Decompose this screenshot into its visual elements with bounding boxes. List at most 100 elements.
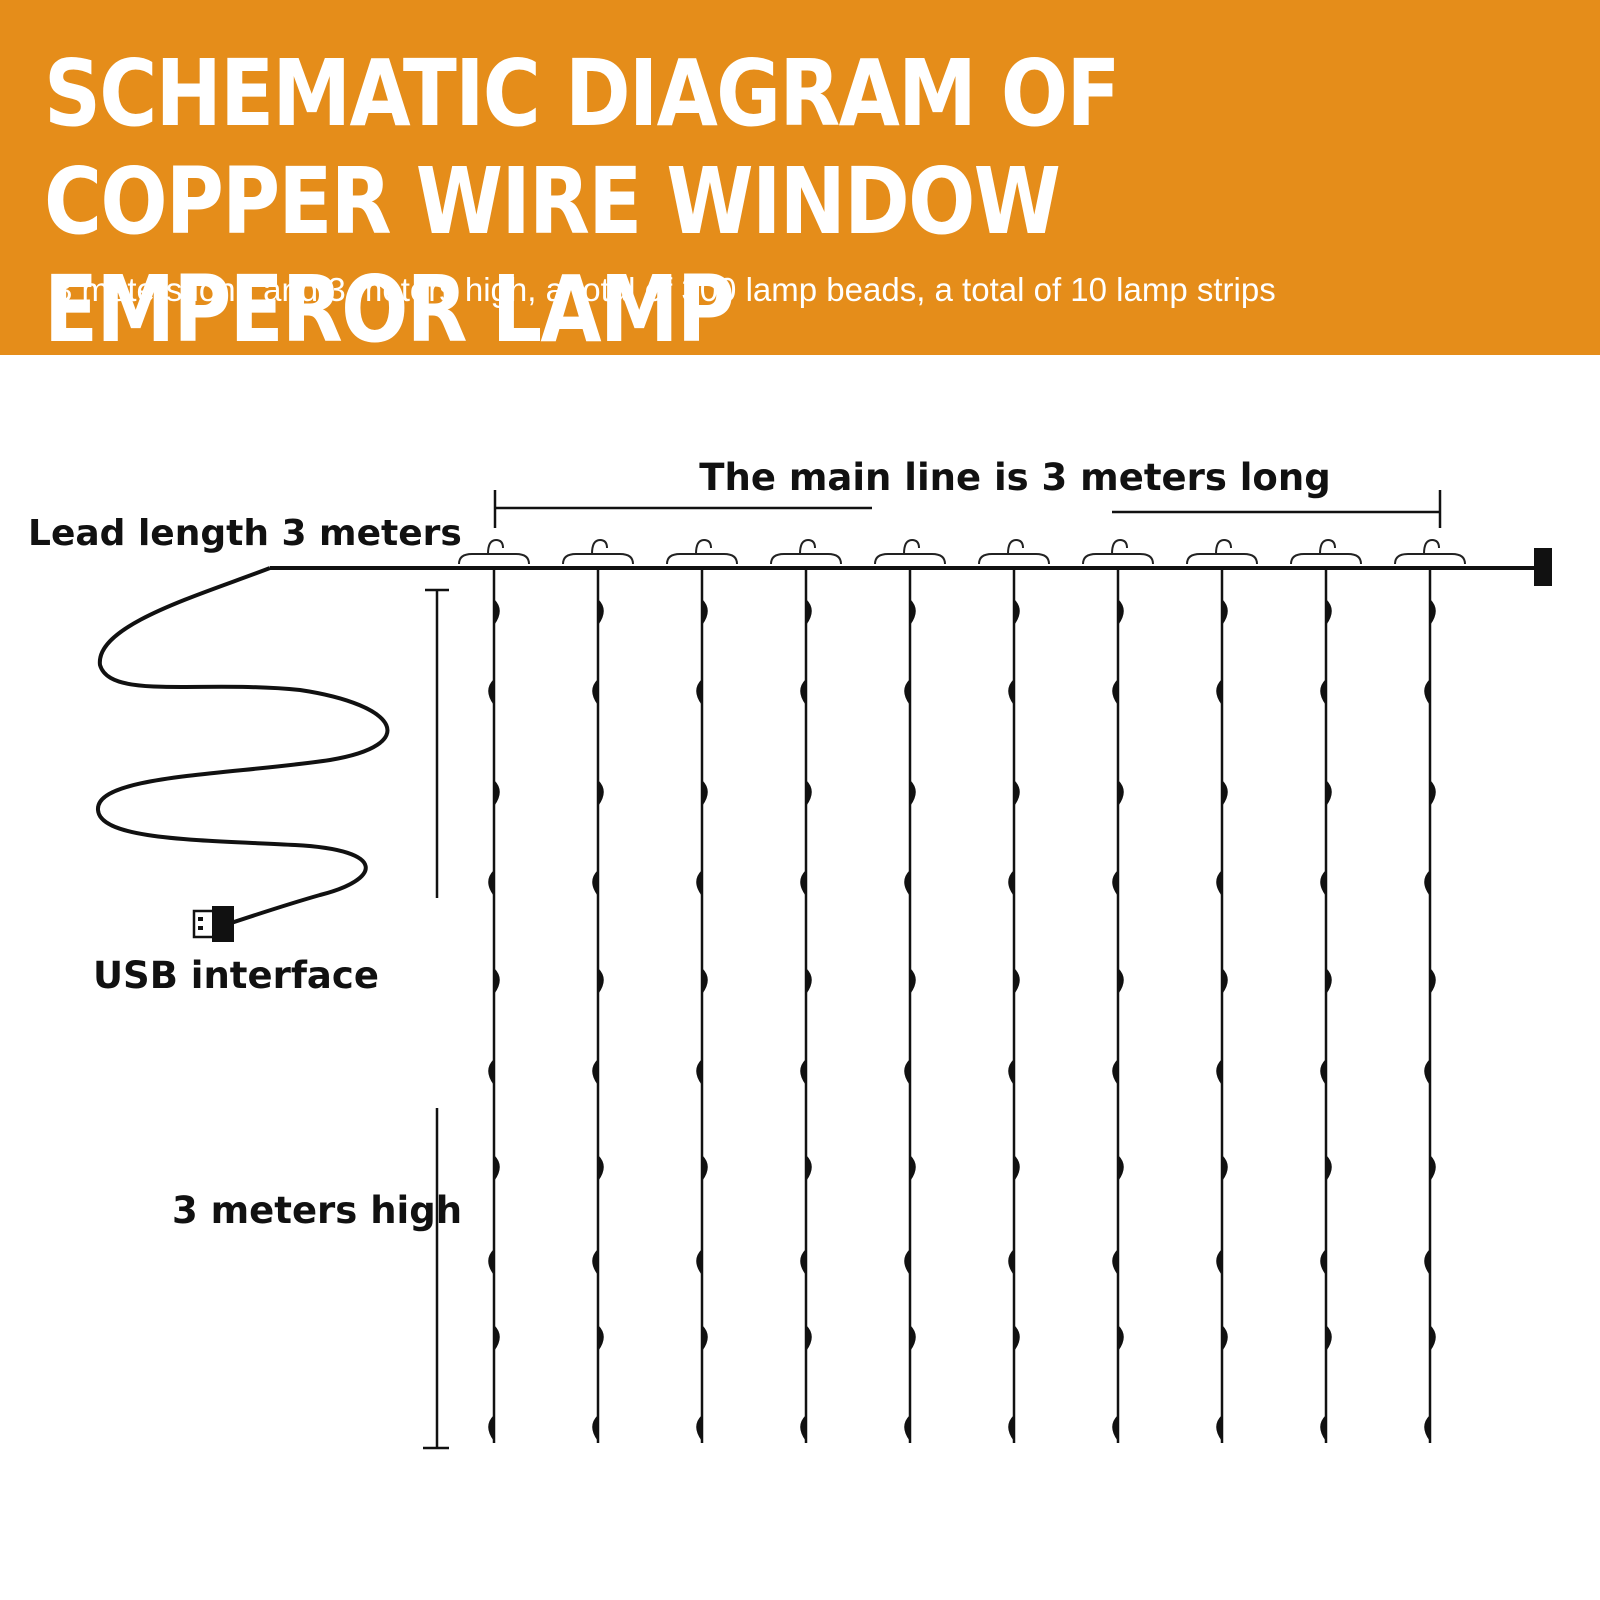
hook-clip — [458, 553, 530, 565]
lamp-bead — [493, 967, 500, 996]
lamp-bead — [1221, 967, 1228, 996]
lamp-bead — [1216, 1058, 1223, 1087]
lamp-bead — [597, 967, 604, 996]
lamp-bead — [1013, 779, 1020, 808]
lamp-strip — [1186, 538, 1258, 1443]
lamp-bead — [1325, 1324, 1332, 1353]
lamp-bead — [488, 1248, 495, 1277]
hook-icon — [695, 538, 712, 555]
lamp-bead — [1013, 1324, 1020, 1353]
lamp-bead — [1013, 598, 1020, 627]
lamp-bead — [1325, 779, 1332, 808]
lamp-bead — [1112, 678, 1119, 707]
lamp-bead — [1221, 1324, 1228, 1353]
lamp-bead — [1216, 869, 1223, 898]
lamp-bead — [909, 779, 916, 808]
lamp-bead — [1320, 869, 1327, 898]
lamp-bead — [1325, 598, 1332, 627]
lamp-bead — [904, 1058, 911, 1087]
lamp-bead — [1429, 1154, 1436, 1183]
lamp-bead — [1424, 678, 1431, 707]
hook-icon — [1423, 538, 1440, 555]
lamp-bead — [592, 1414, 599, 1443]
usb-interface-label: USB interface — [93, 954, 379, 997]
lamp-bead — [1008, 1248, 1015, 1277]
lamp-bead — [805, 598, 812, 627]
hook-clip — [770, 553, 842, 565]
lamp-bead — [1320, 1248, 1327, 1277]
lamp-bead — [597, 598, 604, 627]
height-dimension — [423, 588, 449, 1450]
lamp-bead — [1221, 1154, 1228, 1183]
lamp-bead — [1429, 779, 1436, 808]
lead-cable — [95, 566, 390, 927]
lamp-bead — [1008, 678, 1015, 707]
hook-clip — [666, 553, 738, 565]
hook-icon — [1319, 538, 1336, 555]
lamp-bead — [909, 598, 916, 627]
lamp-bead — [696, 678, 703, 707]
lamp-bead — [800, 1058, 807, 1087]
hook-clip — [562, 553, 634, 565]
main-line-dimension — [493, 490, 1442, 528]
lamp-strip — [1290, 538, 1362, 1443]
lamp-strips — [458, 538, 1466, 1443]
lamp-bead — [1013, 967, 1020, 996]
lamp-bead — [1008, 1414, 1015, 1443]
lamp-bead — [592, 678, 599, 707]
height-label: 3 meters high — [172, 1189, 462, 1232]
lamp-bead — [904, 1248, 911, 1277]
lamp-bead — [1117, 1324, 1124, 1353]
curtain-light-diagram: The main line is 3 meters long Lead leng… — [28, 456, 1552, 1450]
hook-icon — [903, 538, 920, 555]
header-banner: SCHEMATIC DIAGRAM OF COPPER WIRE WINDOW … — [0, 0, 1600, 363]
lamp-bead — [909, 967, 916, 996]
lamp-bead — [701, 1154, 708, 1183]
lamp-bead — [1429, 967, 1436, 996]
hook-icon — [1111, 538, 1128, 555]
lamp-bead — [592, 1058, 599, 1087]
main-line-label: The main line is 3 meters long — [699, 456, 1330, 499]
lamp-bead — [696, 1414, 703, 1443]
page-title: SCHEMATIC DIAGRAM OF COPPER WIRE WINDOW … — [44, 40, 1121, 363]
lamp-bead — [493, 1324, 500, 1353]
lamp-bead — [701, 1324, 708, 1353]
lamp-bead — [805, 967, 812, 996]
lamp-bead — [488, 1414, 495, 1443]
lamp-bead — [493, 598, 500, 627]
lamp-bead — [1112, 1248, 1119, 1277]
hook-icon — [1215, 538, 1232, 555]
lamp-bead — [1008, 1058, 1015, 1087]
lamp-bead — [1117, 779, 1124, 808]
lamp-bead — [1013, 1154, 1020, 1183]
page-subtitle: 3 meters long and 3 meters high, a total… — [54, 271, 1276, 308]
hook-clip — [1290, 553, 1362, 565]
lamp-strip — [458, 538, 530, 1443]
lamp-bead — [800, 869, 807, 898]
lamp-strip — [1082, 538, 1154, 1443]
lamp-bead — [1320, 1058, 1327, 1087]
lamp-bead — [701, 598, 708, 627]
lamp-bead — [904, 1414, 911, 1443]
lamp-bead — [493, 1154, 500, 1183]
lamp-bead — [597, 1154, 604, 1183]
lamp-bead — [1320, 678, 1327, 707]
lamp-bead — [1216, 678, 1223, 707]
lamp-strip — [978, 538, 1050, 1443]
lamp-bead — [1424, 1058, 1431, 1087]
hook-clip — [1082, 553, 1154, 565]
lamp-bead — [1008, 869, 1015, 898]
hook-icon — [799, 538, 816, 555]
lamp-bead — [904, 869, 911, 898]
lamp-bead — [909, 1324, 916, 1353]
lamp-bead — [909, 1154, 916, 1183]
lamp-bead — [1429, 1324, 1436, 1353]
lead-length-label: Lead length 3 meters — [28, 513, 462, 554]
hook-clip — [1186, 553, 1258, 565]
lamp-bead — [1117, 598, 1124, 627]
lamp-bead — [1424, 1248, 1431, 1277]
lamp-bead — [701, 779, 708, 808]
hook-icon — [591, 538, 608, 555]
lamp-bead — [488, 1058, 495, 1087]
lamp-bead — [1117, 967, 1124, 996]
